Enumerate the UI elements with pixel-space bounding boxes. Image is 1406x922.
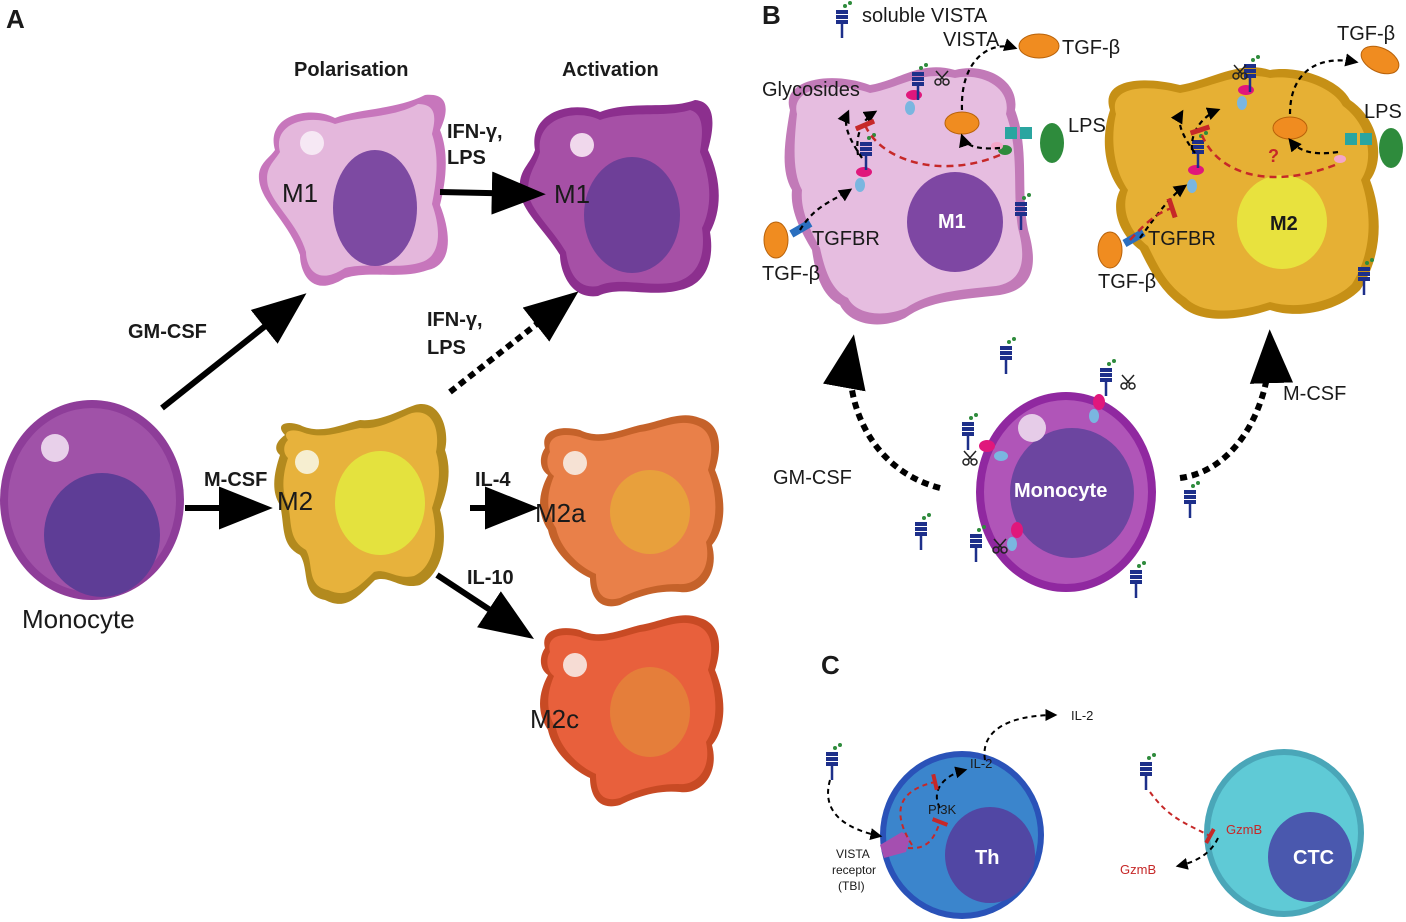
m1-membrane-receptors bbox=[855, 61, 1064, 192]
label-lps-2: LPS bbox=[427, 337, 466, 359]
monocyte-cell-a bbox=[0, 400, 184, 600]
monocyte-label-a: Monocyte bbox=[22, 604, 135, 634]
arrow-m-csf-b bbox=[1179, 329, 1294, 481]
panel-b-label: B bbox=[762, 0, 781, 30]
arrow-gm-csf-b bbox=[823, 334, 941, 491]
label-il4: IL-4 bbox=[475, 469, 511, 491]
label-tgfb-top-2: TGF-β bbox=[1337, 23, 1395, 45]
monocyte-receptor-pink-2 bbox=[979, 440, 995, 452]
soluble-vista-icon bbox=[834, 0, 854, 40]
label-receptor-3: (TBI) bbox=[838, 879, 865, 893]
label-ifn-2: IFN-γ, bbox=[427, 309, 483, 331]
m1-cell-activated bbox=[519, 100, 719, 297]
vista-c-2 bbox=[1138, 751, 1158, 792]
header-polarisation: Polarisation bbox=[294, 59, 408, 81]
m2c-cell bbox=[540, 615, 724, 807]
ctc-label: CTC bbox=[1293, 847, 1334, 869]
monocyte-receptor-blue-3 bbox=[1007, 537, 1017, 551]
tgfb-molecule-top-1 bbox=[1018, 33, 1060, 59]
arrow-ifn-dashed bbox=[448, 291, 579, 395]
label-il2-out: IL-2 bbox=[1071, 708, 1093, 723]
m2-cell-a bbox=[274, 404, 449, 604]
label-gzmb-in: GzmB bbox=[1226, 822, 1262, 837]
panel-a-label: A bbox=[6, 4, 25, 34]
label-tgfb-top-1: TGF-β bbox=[1062, 37, 1120, 59]
arrow-il10 bbox=[435, 572, 535, 639]
label-m-csf-a: M-CSF bbox=[204, 469, 267, 491]
tgfb-molecule-top-2 bbox=[1360, 45, 1400, 75]
m1-label-polarised: M1 bbox=[282, 178, 318, 208]
label-m-csf-b: M-CSF bbox=[1283, 383, 1346, 405]
monocyte-receptor-pink-3 bbox=[1011, 522, 1023, 538]
scissor-icon-2 bbox=[962, 450, 978, 466]
soluble-vista-free-3 bbox=[998, 335, 1018, 376]
monocyte-receptor-blue-1 bbox=[1089, 409, 1099, 423]
tgfbr-receptor-2 bbox=[1122, 229, 1146, 247]
arrow-ifn-activation bbox=[439, 171, 546, 215]
soluble-vista-label: soluble VISTA bbox=[862, 5, 988, 27]
arrow-gm-csf-a bbox=[160, 293, 307, 411]
label-glycosides: Glycosides bbox=[762, 79, 860, 101]
label-il10: IL-10 bbox=[467, 567, 514, 589]
soluble-vista-free-6 bbox=[1128, 559, 1148, 600]
inhibition-arcs-b bbox=[854, 118, 1336, 241]
monocyte-label-b: Monocyte bbox=[1014, 480, 1107, 502]
label-pi3k: PI3K bbox=[928, 802, 957, 817]
header-activation: Activation bbox=[562, 59, 659, 81]
soluble-vista-free-4 bbox=[1182, 479, 1202, 520]
m1-label-activated: M1 bbox=[554, 179, 590, 209]
tgfb-molecule-inner-1 bbox=[944, 111, 980, 135]
label-tgfb-bottom-2: TGF-β bbox=[1098, 271, 1156, 293]
vista-c-1 bbox=[824, 741, 844, 782]
label-gm-csf-b: GM-CSF bbox=[773, 467, 852, 489]
ctc-cell bbox=[1204, 749, 1364, 917]
monocyte-vista-1 bbox=[1098, 357, 1118, 398]
th-label: Th bbox=[975, 847, 999, 869]
label-lps-b1: LPS bbox=[1068, 115, 1106, 137]
th-cell bbox=[880, 751, 1044, 919]
m2a-cell bbox=[540, 415, 724, 607]
m2-membrane-receptors bbox=[1187, 53, 1403, 193]
m2-label-b: M2 bbox=[1270, 213, 1298, 235]
scissor-icon-1 bbox=[1120, 374, 1136, 390]
label-lps-1: LPS bbox=[447, 147, 486, 169]
soluble-vista-free-5 bbox=[913, 511, 933, 552]
unknown-inhibition-mark: ? bbox=[1268, 146, 1279, 166]
m1-label-b: M1 bbox=[938, 211, 966, 233]
tgfb-molecule-inner-2 bbox=[1272, 116, 1308, 140]
panel-c-label: C bbox=[821, 650, 840, 680]
m2a-label: M2a bbox=[535, 498, 586, 528]
label-il2-in: IL-2 bbox=[970, 756, 992, 771]
tgfb-molecule-bottom-1 bbox=[763, 221, 789, 259]
m2-cell-b bbox=[1104, 67, 1379, 319]
label-ifn-1: IFN-γ, bbox=[447, 121, 503, 143]
label-receptor-1: VISTA bbox=[836, 847, 870, 861]
label-vista: VISTA bbox=[943, 29, 1000, 51]
monocyte-cell-b bbox=[976, 392, 1156, 592]
label-tgfbr-1: TGFBR bbox=[812, 228, 880, 250]
m1-cell-polarised bbox=[258, 94, 448, 286]
label-gm-csf-a: GM-CSF bbox=[128, 321, 207, 343]
signalling-arrows-b bbox=[799, 38, 1359, 239]
m2-label-a: M2 bbox=[277, 486, 313, 516]
label-tgfbr-2: TGFBR bbox=[1148, 228, 1216, 250]
monocyte-receptor-pink-1 bbox=[1093, 394, 1105, 410]
signalling-arrows-c bbox=[827, 709, 1219, 870]
inhibition-arcs-c bbox=[899, 773, 1216, 850]
monocyte-vista-2 bbox=[960, 411, 980, 452]
label-tgfb-bottom-1: TGF-β bbox=[762, 263, 820, 285]
tgfb-molecule-bottom-2 bbox=[1097, 231, 1123, 269]
label-lps-b2: LPS bbox=[1364, 101, 1402, 123]
vista-receptor-tbi bbox=[880, 832, 910, 858]
m2c-label: M2c bbox=[530, 704, 579, 734]
monocyte-receptor-blue-2 bbox=[994, 451, 1008, 461]
label-gzmb-out: GzmB bbox=[1120, 862, 1156, 877]
label-receptor-2: receptor bbox=[832, 863, 876, 877]
